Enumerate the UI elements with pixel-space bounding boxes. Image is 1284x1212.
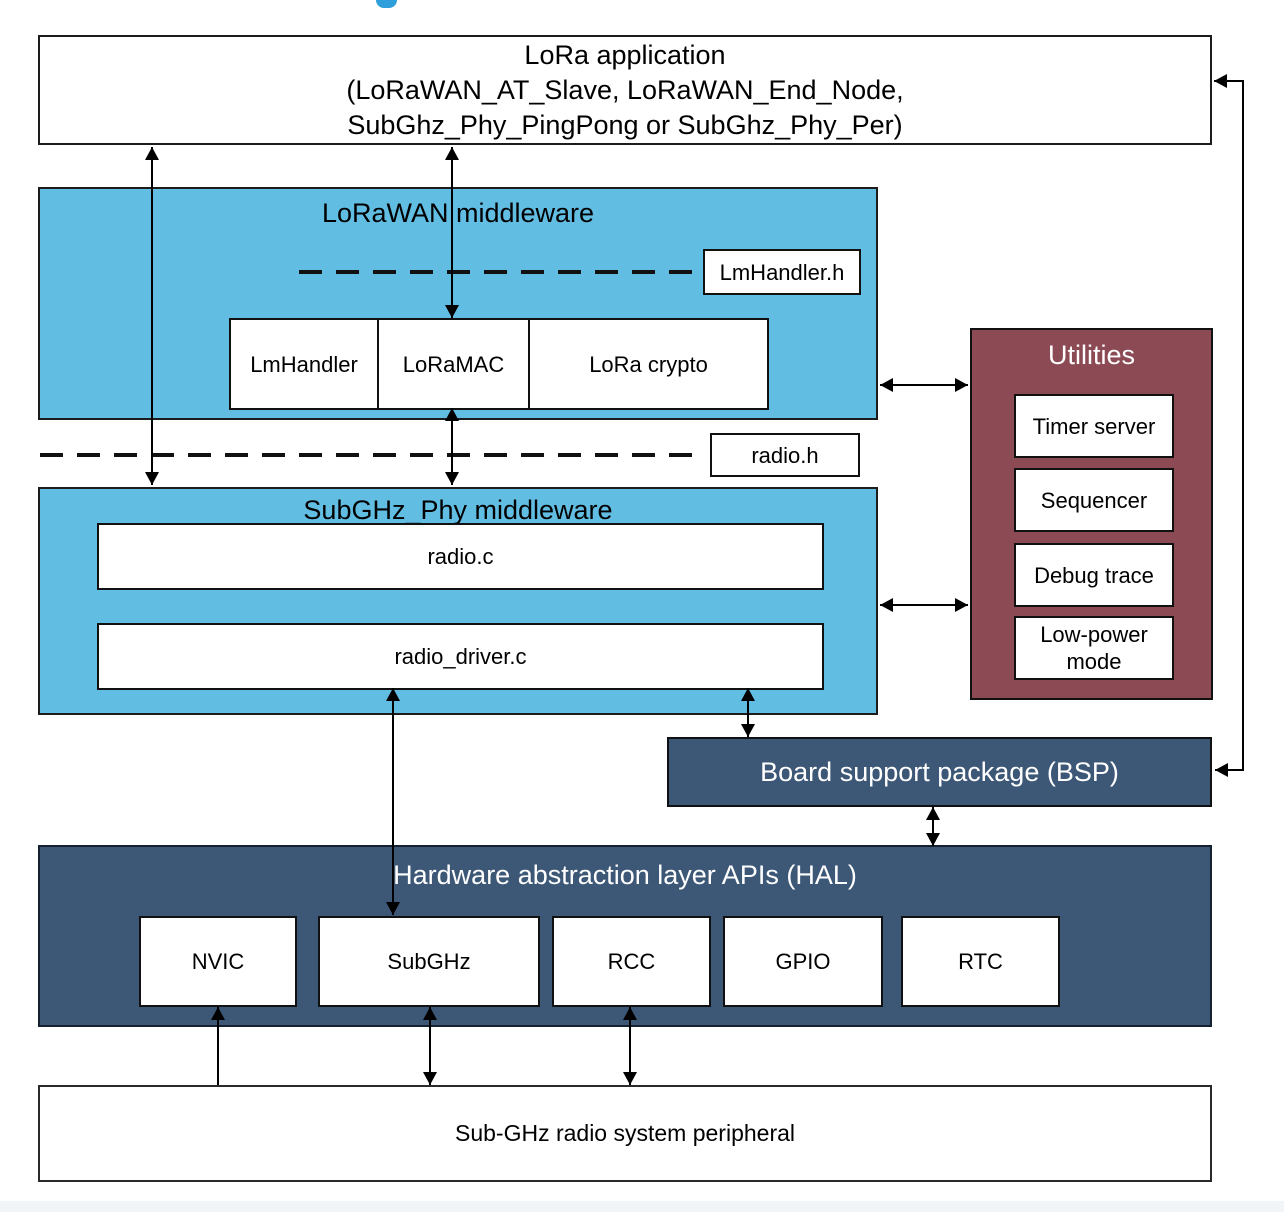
hal-gpio-label: GPIO — [775, 949, 831, 974]
radio-driver-c-module-box: radio_driver.c — [97, 623, 824, 690]
loramac-module-box: LoRaMAC — [377, 318, 530, 410]
arrow-rcc-peripheral — [623, 1007, 637, 1085]
low-power-mode-box: Low-power mode — [1014, 616, 1174, 680]
lora-crypto-module-box: LoRa crypto — [528, 318, 769, 410]
bsp-title: Board support package (BSP) — [760, 756, 1119, 787]
radio-driver-c-module-label: radio_driver.c — [394, 644, 527, 669]
hal-rtc-label: RTC — [958, 949, 1003, 974]
feedback-arrow-into-bsp — [1215, 763, 1244, 777]
arrow-loramac-subghzphy — [445, 408, 459, 485]
hal-box: Hardware abstraction layer APIs (HAL) NV… — [38, 845, 1212, 1027]
hal-rcc-label: RCC — [607, 949, 656, 974]
hal-rtc-box: RTC — [901, 916, 1060, 1007]
low-power-mode-label: Low-power mode — [1040, 622, 1148, 674]
hal-subghz-box: SubGHz — [318, 916, 540, 1007]
radio-c-module-label: radio.c — [427, 544, 494, 569]
loramac-module-label: LoRaMAC — [402, 351, 505, 377]
app-title-line: LoRa application — [524, 39, 726, 70]
lmhandler-module-label: LmHandler — [250, 351, 358, 377]
peripheral-box: Sub-GHz radio system peripheral — [38, 1085, 1212, 1182]
arrow-bsp-hal — [926, 807, 940, 846]
timer-server-box: Timer server — [1014, 394, 1174, 458]
hal-title: Hardware abstraction layer APIs (HAL) — [393, 860, 857, 890]
radio-c-module-box: radio.c — [97, 523, 824, 590]
lora-application-box: LoRa application (LoRaWAN_AT_Slave, LoRa… — [38, 35, 1212, 145]
radio-h-label-box: radio.h — [710, 433, 860, 477]
caption-fragment — [376, 0, 397, 8]
arrow-app-loramac — [445, 147, 459, 318]
arrow-subghzphy-utilities — [880, 598, 968, 612]
utilities-box: Utilities Timer server Sequencer Debug t… — [970, 328, 1213, 700]
arrow-radiodriver-hal-subghz — [386, 688, 400, 915]
lorawan-middleware-title: LoRaWAN middleware — [321, 198, 595, 228]
arrow-radiodriver-bsp — [741, 688, 755, 737]
debug-trace-label: Debug trace — [1034, 562, 1154, 588]
lmhandler-h-label-box: LmHandler.h — [703, 249, 861, 295]
hal-subghz-label: SubGHz — [387, 949, 471, 974]
lora-crypto-module-label: LoRa crypto — [589, 351, 708, 377]
subghz-phy-middleware-box: SubGHz_Phy middleware radio.c radio_driv… — [38, 487, 878, 715]
sequencer-box: Sequencer — [1014, 468, 1174, 532]
hal-rcc-box: RCC — [552, 916, 711, 1007]
peripheral-title: Sub-GHz radio system peripheral — [454, 1120, 796, 1146]
hal-gpio-box: GPIO — [723, 916, 883, 1007]
app-projects-line-1: (LoRaWAN_AT_Slave, LoRaWAN_End_Node, — [346, 74, 904, 105]
timer-server-label: Timer server — [1032, 413, 1156, 439]
arrow-lorawan-utilities — [880, 378, 968, 392]
utilities-title: Utilities — [1047, 340, 1135, 370]
lmhandler-interface-dashed-line — [299, 270, 703, 274]
debug-trace-box: Debug trace — [1014, 543, 1174, 607]
hal-nvic-box: NVIC — [139, 916, 297, 1007]
feedback-line-vertical — [1242, 81, 1244, 771]
radio-interface-dashed-line — [40, 453, 705, 457]
subghz-phy-middleware-title: SubGHz_Phy middleware — [303, 495, 613, 525]
radio-h-label: radio.h — [751, 442, 819, 468]
page-edge-strip — [0, 1201, 1284, 1212]
lmhandler-h-label: LmHandler.h — [719, 259, 845, 285]
arrow-hal-subghz-peripheral — [423, 1007, 437, 1085]
sequencer-label: Sequencer — [1040, 487, 1148, 513]
feedback-arrow-into-app — [1214, 74, 1244, 88]
app-projects-line-2: SubGhz_Phy_PingPong or SubGhz_Phy_Per) — [347, 109, 903, 140]
arrow-app-subghzphy — [145, 147, 159, 485]
arrow-nvic-peripheral — [211, 1007, 225, 1085]
lorawan-middleware-box: LoRaWAN middleware LmHandler.h LmHandler… — [38, 187, 878, 420]
lmhandler-module-box: LmHandler — [229, 318, 379, 410]
bsp-box: Board support package (BSP) — [667, 737, 1212, 807]
hal-nvic-label: NVIC — [191, 949, 245, 974]
